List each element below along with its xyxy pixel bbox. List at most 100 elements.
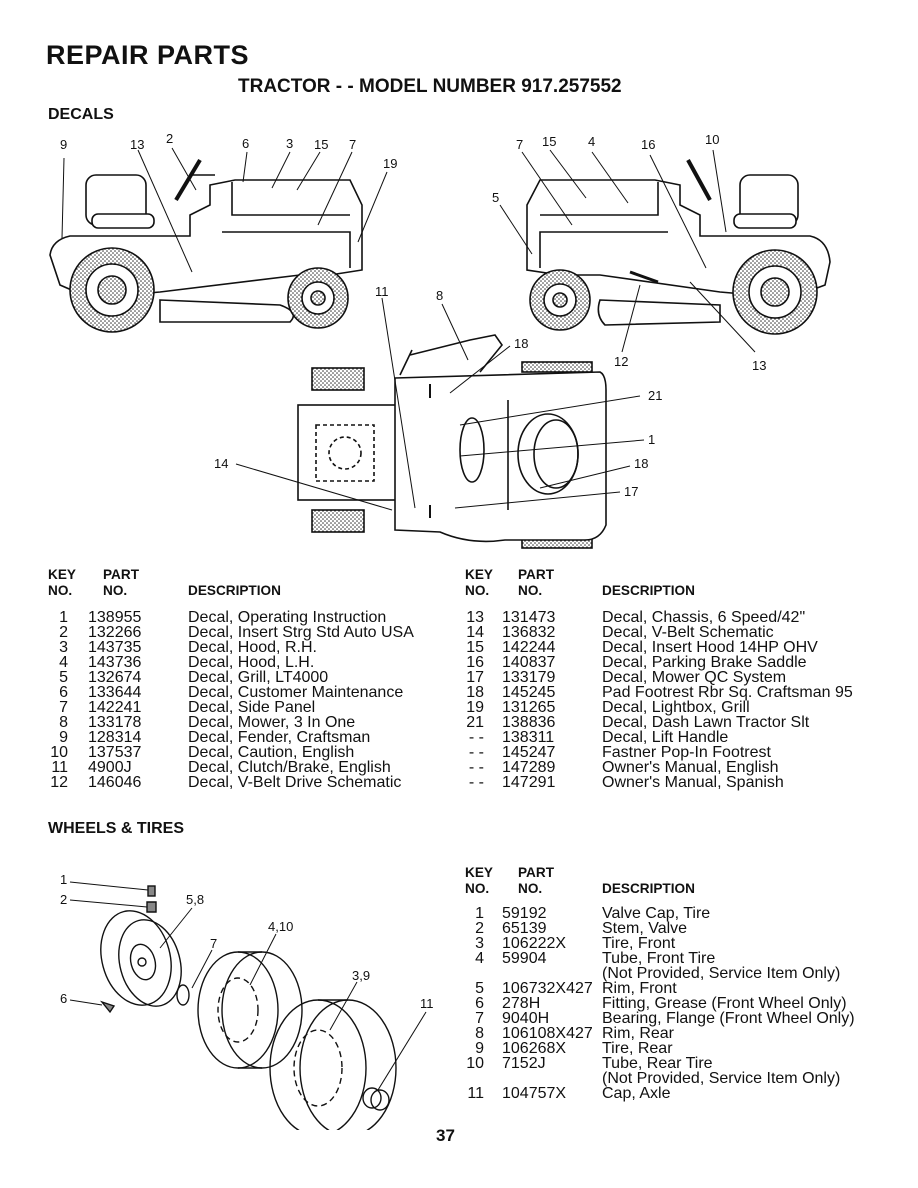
part-number-cell: 133179 <box>502 669 556 686</box>
description-cell: Decal, Grill, LT4000 <box>188 669 329 686</box>
table-row: 2 132266 Decal, Insert Strg Std Auto USA <box>50 624 490 641</box>
callout: 15 <box>314 137 328 152</box>
page-subtitle: TRACTOR - - MODEL NUMBER 917.257552 <box>238 76 622 97</box>
decals-diagram: 9 13 2 6 3 15 7 19 7 15 4 16 10 5 12 13 … <box>49 131 831 549</box>
tractor-left-view <box>49 158 363 333</box>
callout: 7 <box>210 936 217 951</box>
callout: 9 <box>60 137 67 152</box>
key-cell: 8 <box>475 1025 484 1042</box>
wheels-heading: WHEELS & TIRES <box>48 820 185 837</box>
part-number-cell: 137537 <box>88 744 142 761</box>
description-cell: Decal, Insert Strg Std Auto USA <box>188 624 414 641</box>
key-cell: - - <box>468 774 484 791</box>
description-cell: Fitting, Grease (Front Wheel Only) <box>602 995 847 1012</box>
part-number-cell: 140837 <box>502 654 556 671</box>
description-cell: Decal, Hood, R.H. <box>188 639 317 656</box>
description-cell: Decal, Caution, English <box>188 744 355 761</box>
callout: 3,9 <box>352 968 370 983</box>
callout: 18 <box>514 336 528 351</box>
part-number-cell: 133178 <box>88 714 142 731</box>
key-cell: 6 <box>475 995 484 1012</box>
part-number-cell: 4900J <box>88 759 132 776</box>
description-cell: (Not Provided, Service Item Only) <box>602 965 841 982</box>
description-cell: Tube, Front Tire <box>602 950 716 967</box>
description-cell: Tire, Front <box>602 935 676 952</box>
description-cell: Decal, V-Belt Drive Schematic <box>188 774 402 791</box>
callout: 17 <box>624 484 638 499</box>
callout: 6 <box>242 136 249 151</box>
part-number-cell: 136832 <box>502 624 556 641</box>
callout: 11 <box>375 284 389 299</box>
description-cell: Rim, Rear <box>602 1025 675 1042</box>
callout: 1 <box>648 432 655 447</box>
callout: 3 <box>286 136 293 151</box>
description-cell: Cap, Axle <box>602 1085 671 1102</box>
tractor-right-view <box>526 159 831 335</box>
description-cell: Fastner Pop-In Footrest <box>602 744 771 761</box>
callout: 13 <box>130 137 144 152</box>
key-cell: 8 <box>59 714 68 731</box>
callout: 10 <box>705 132 719 147</box>
part-number-cell: 59192 <box>502 905 547 922</box>
description-cell: Decal, V-Belt Schematic <box>602 624 774 641</box>
description-cell: Owner's Manual, Spanish <box>602 774 784 791</box>
key-cell: 2 <box>59 624 68 641</box>
description-cell: Bearing, Flange (Front Wheel Only) <box>602 1010 855 1027</box>
description-cell: Decal, Side Panel <box>188 699 316 716</box>
callout: 7 <box>349 137 356 152</box>
part-number-cell: 138836 <box>502 714 556 731</box>
part-number-cell: 138955 <box>88 609 142 626</box>
key-cell: 14 <box>466 624 484 641</box>
callout: 16 <box>641 137 655 152</box>
callout: 6 <box>60 991 67 1006</box>
callout: 8 <box>436 288 443 303</box>
callout: 13 <box>752 358 766 373</box>
description-cell: Decal, Clutch/Brake, English <box>188 759 391 776</box>
description-cell: Tube, Rear Tire <box>602 1055 713 1072</box>
table-row: 15 142244 Decal, Insert Hood 14HP OHV <box>466 639 906 656</box>
part-number-cell: 142244 <box>502 639 556 656</box>
description-cell: Decal, Chassis, 6 Speed/42" <box>602 609 806 626</box>
key-cell: 3 <box>475 935 484 952</box>
callout: 11 <box>420 996 434 1011</box>
description-cell: Decal, Fender, Craftsman <box>188 729 371 746</box>
part-number-cell: 132266 <box>88 624 142 641</box>
part-number-cell: 132674 <box>88 669 142 686</box>
part-number-cell: 138311 <box>502 729 555 746</box>
table-row: (Not Provided, Service Item Only) <box>466 1071 906 1087</box>
part-number-cell: 142241 <box>88 699 142 716</box>
key-cell: - - <box>468 729 484 746</box>
decal-callouts-right: 7 15 4 16 10 5 12 13 <box>492 132 766 373</box>
part-number-cell: 131473 <box>502 609 556 626</box>
callout: 5,8 <box>186 892 204 907</box>
description-cell: Decal, Insert Hood 14HP OHV <box>602 639 818 656</box>
part-number-cell: 104757X <box>502 1085 567 1102</box>
description-cell: Decal, Hood, L.H. <box>188 654 315 671</box>
description-cell: Decal, Dash Lawn Tractor Slt <box>602 714 810 731</box>
key-cell: 11 <box>51 759 68 776</box>
key-cell: 15 <box>466 639 484 656</box>
decal-leader-lines <box>61 147 756 511</box>
callout: 18 <box>634 456 648 471</box>
part-number-cell: 65139 <box>502 920 547 937</box>
key-cell: 3 <box>59 639 68 656</box>
callout: 14 <box>214 456 228 471</box>
description-cell: Pad Footrest Rbr Sq. Craftsman 95 <box>602 684 853 701</box>
